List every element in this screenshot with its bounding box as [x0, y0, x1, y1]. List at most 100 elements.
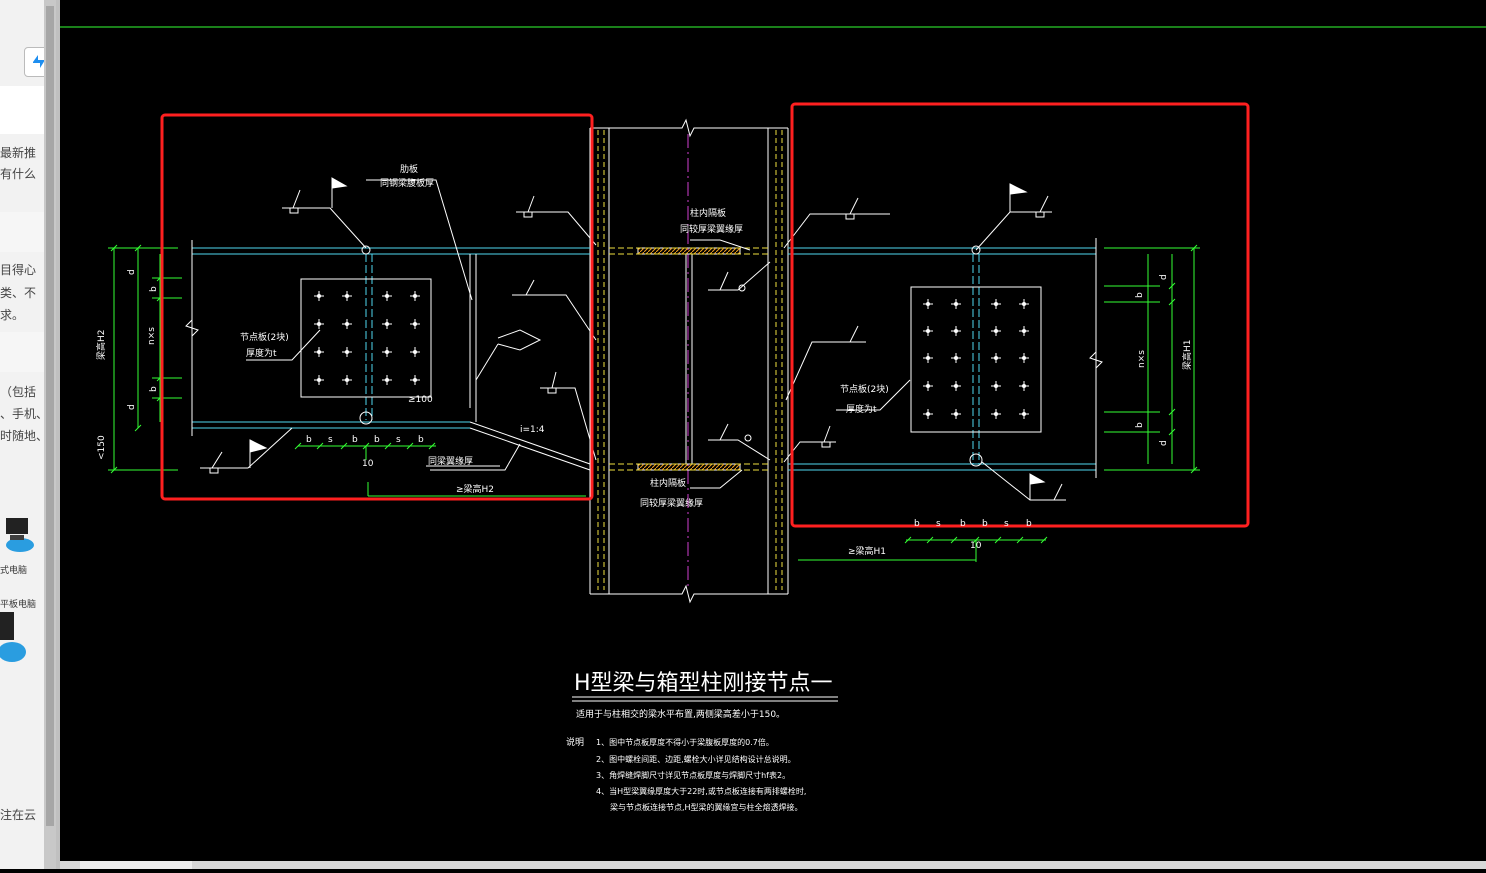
column-outline [589, 118, 789, 604]
svg-text:b: b [352, 435, 358, 445]
bolt-hole [1022, 329, 1026, 333]
note-4: 4、当H型梁翼缘厚度大于22时,或节点板连接有两排螺栓时, [596, 786, 806, 796]
dimension-tick [1190, 466, 1198, 474]
dimension-tick [110, 244, 118, 252]
dimension-tick [904, 536, 912, 544]
note-1: 1、图中节点板厚度不得小于梁腹板厚度的0.7倍。 [596, 737, 774, 747]
bolt-hole [345, 294, 349, 298]
panel-text-5: 求。 [0, 308, 25, 322]
svg-text:s: s [396, 435, 401, 445]
bolt-hole [413, 294, 417, 298]
dimension-tick [1168, 408, 1176, 416]
dimension-tick [134, 244, 142, 252]
note-3: 3、角焊缝焊脚尺寸详见节点板厚度与焊脚尺寸hf表2。 [596, 770, 790, 780]
label-nxs-right: n×s [1137, 350, 1147, 368]
dimension-tick [294, 442, 302, 450]
label-flange-note: 同梁翼缘厚 [428, 455, 473, 467]
bolt-hole [385, 294, 389, 298]
svg-text:s: s [328, 435, 333, 445]
bolt-hole [926, 412, 930, 416]
label-diaphragm-top-note: 同较厚梁翼缘厚 [680, 223, 743, 235]
dimension-tick [1168, 428, 1176, 436]
tablet-icon[interactable] [0, 612, 30, 668]
panel-text-6: （包括 [0, 385, 37, 399]
panel-text-7: 、手机、 [0, 407, 49, 421]
bolt-hole [385, 350, 389, 354]
label-diaphragm-top: 柱内隔板 [690, 207, 726, 219]
right-bolt-group [923, 299, 1029, 419]
dimension-tick [1168, 282, 1176, 290]
bolt-hole [317, 378, 321, 382]
label-b-left-top: b [149, 286, 159, 292]
cad-canvas[interactable]: 肋板 同钢梁腹板厚 柱内隔板 同较厚梁翼缘厚 柱内隔板 同较厚梁翼缘厚 节点板(… [60, 0, 1486, 869]
layout-tab-bar [60, 861, 1486, 869]
bolt-hole [954, 412, 958, 416]
dimension-ticks [110, 244, 1198, 544]
panel-text-1: 最新推 [0, 146, 37, 160]
bolt-hole [317, 350, 321, 354]
dimension-tick [316, 442, 324, 450]
label-slope: i=1:4 [520, 425, 545, 435]
bolt-hole [926, 302, 930, 306]
bolt-hole [954, 329, 958, 333]
panel-divider[interactable] [56, 0, 60, 869]
label-diaphragm-bottom-note: 同较厚梁翼缘厚 [640, 497, 703, 509]
svg-text:b: b [982, 519, 988, 529]
bolt-hole [345, 322, 349, 326]
label-plate-left-thk: 厚度为t [246, 347, 277, 359]
bolt-hole [954, 356, 958, 360]
column-diaphragms [637, 247, 741, 471]
bolt-hole [994, 356, 998, 360]
dimension-lines [108, 247, 1200, 562]
label-b-right-bottom: b [1135, 422, 1145, 428]
device-label-tablet: 平板电脑 [0, 600, 37, 610]
tab-model[interactable] [80, 861, 132, 869]
cad-drawing: 肋板 同钢梁腹板厚 柱内隔板 同较厚梁翼缘厚 柱内隔板 同较厚梁翼缘厚 节点板(… [60, 26, 1486, 812]
bolt-hole [1022, 384, 1026, 388]
dimension-tick [134, 424, 142, 432]
panel-text-4: 类、不 [0, 286, 37, 300]
panel-text-3: 目得心 [0, 263, 37, 277]
bolt-hole [317, 294, 321, 298]
svg-text:s: s [936, 519, 941, 529]
notes-label: 说明 [566, 736, 584, 748]
bolt-hole [954, 384, 958, 388]
bolt-hole [926, 356, 930, 360]
svg-text:b: b [1026, 519, 1032, 529]
svg-text:b: b [374, 435, 380, 445]
label-geq-h1: ≥梁高H1 [848, 545, 886, 557]
panel-text-2: 有什么 [0, 167, 37, 181]
label-nxs-left: n×s [147, 327, 157, 345]
box-column [597, 130, 783, 590]
dimension-tick [384, 442, 392, 450]
bolt-hole [413, 322, 417, 326]
label-d-left-top: d [127, 269, 137, 275]
dimension-tick [428, 442, 436, 450]
dimension-tick [1168, 298, 1176, 306]
bolt-hole [994, 384, 998, 388]
label-b-left-bottom: b [149, 386, 159, 392]
bolt-hole [317, 322, 321, 326]
label-beam-h1: 梁高H1 [1181, 340, 1193, 371]
svg-text:b: b [306, 435, 312, 445]
label-geq100: ≥100 [408, 395, 433, 405]
bolt-hole [385, 378, 389, 382]
bolt-hole [1022, 302, 1026, 306]
bolt-hole [345, 378, 349, 382]
left-beam [185, 240, 591, 471]
dimension-tick [340, 442, 348, 450]
device-label-desktop: 式电脑 [0, 566, 28, 576]
weld-leaders [200, 177, 1066, 501]
label-ten-right: 10 [970, 541, 982, 551]
tab-layout[interactable] [130, 861, 192, 869]
bolt-hole [954, 302, 958, 306]
label-b-right-top: b [1135, 292, 1145, 298]
scrollbar-thumb[interactable] [46, 6, 54, 826]
left-panel: 最新推 有什么 目得心 类、不 求。 （包括 、手机、 时随地、 式电脑 平板电… [0, 0, 56, 869]
desktop-computer-icon[interactable] [2, 515, 36, 555]
bolt-hole [385, 322, 389, 326]
panel-text-9: 注在云 [0, 808, 37, 822]
drawing-title: H型梁与箱型柱刚接节点一 [574, 671, 833, 696]
dimension-tick [1040, 536, 1048, 544]
dimension-tick [950, 536, 958, 544]
